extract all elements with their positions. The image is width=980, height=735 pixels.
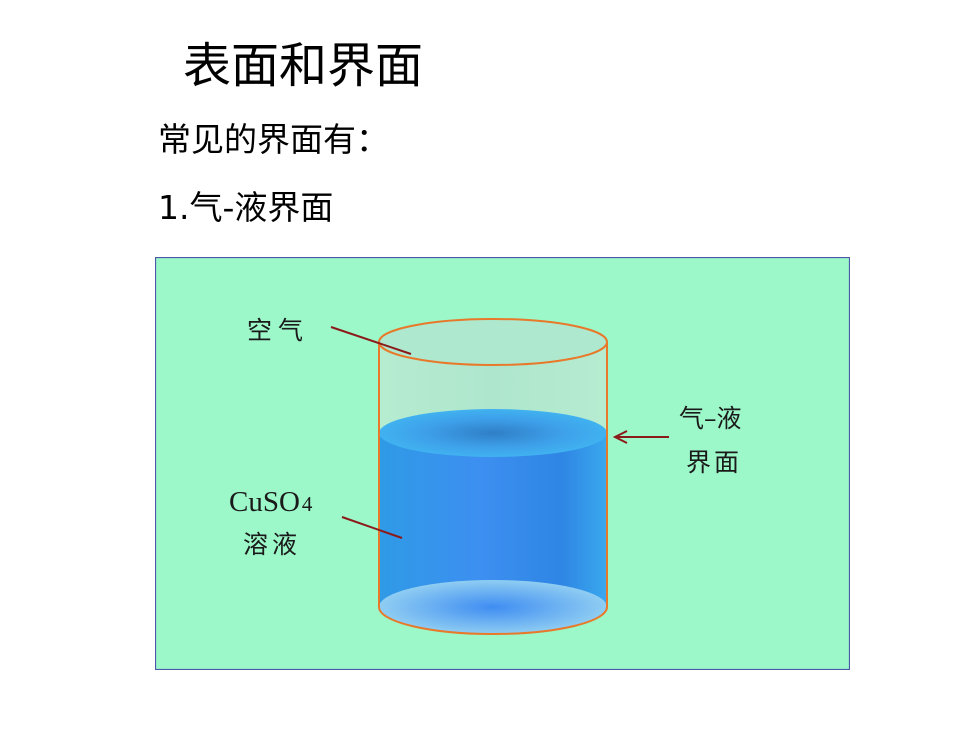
diagram-canvas: 空气 气–液 界面 CuSO4 溶液 bbox=[155, 257, 850, 670]
label-interface-line2: 界面 bbox=[686, 448, 742, 477]
label-solution-formula: CuSO4 bbox=[229, 486, 313, 518]
beaker-icon bbox=[378, 318, 608, 635]
arrow-left-icon bbox=[612, 430, 669, 444]
liquid-surface bbox=[379, 409, 607, 457]
formula-text: CuSO bbox=[229, 486, 300, 518]
air-pointer-line bbox=[330, 326, 412, 355]
label-solution-name: 溶液 bbox=[243, 530, 301, 559]
label-interface-line1: 气–液 bbox=[679, 404, 742, 433]
beaker-base bbox=[378, 606, 608, 635]
slide-subtitle: 常见的界面有： bbox=[158, 120, 389, 159]
slide-title: 表面和界面 bbox=[183, 38, 424, 94]
liquid-bottom bbox=[379, 580, 607, 634]
list-item-gas-liquid: 1.气-液界面 bbox=[158, 188, 334, 227]
air-region bbox=[379, 342, 607, 433]
beaker-top-opening bbox=[379, 319, 607, 365]
solution-pointer-line bbox=[341, 516, 403, 539]
gas-liquid-interface-diagram: 空气 气–液 界面 CuSO4 溶液 bbox=[155, 257, 850, 670]
label-air: 空气 bbox=[247, 316, 309, 345]
formula-subscript: 4 bbox=[302, 492, 313, 516]
